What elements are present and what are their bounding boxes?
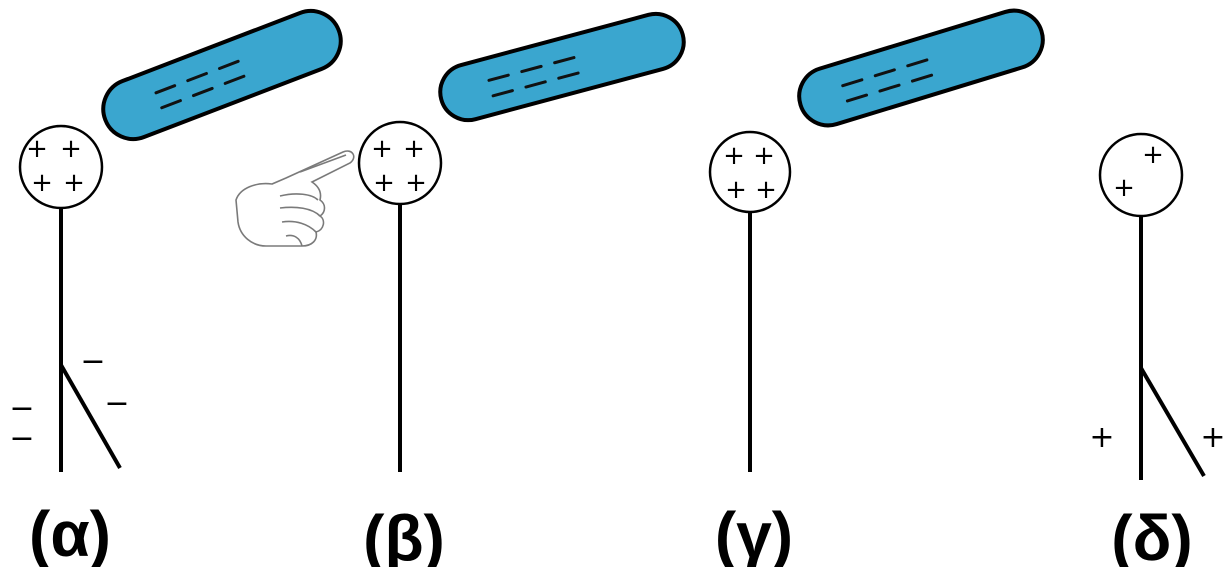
panel-beta: + + + + (β) — [235, 11, 686, 567]
plus-sign: + — [753, 141, 775, 171]
charged-rod-gamma — [797, 8, 1045, 128]
panel-label-beta: (β) — [363, 502, 445, 567]
plus-sign: + — [755, 175, 777, 205]
charged-rod-alpha — [101, 8, 343, 142]
panel-label-gamma: (γ) — [715, 499, 793, 567]
plus-sign: + — [26, 134, 48, 164]
minus-sign: − — [9, 391, 34, 426]
panel-alpha: + + + + − − − − (α) — [9, 8, 343, 567]
plus-sign: + — [725, 175, 747, 205]
plus-sign: + — [31, 168, 53, 198]
electroscope-leaf-delta — [1139, 366, 1206, 478]
plus-sign: + — [1113, 173, 1135, 203]
electroscope-sphere-beta — [357, 120, 443, 206]
minus-sign: − — [9, 421, 34, 456]
electroscope-sphere-gamma — [708, 130, 792, 214]
plus-sign: + — [373, 168, 395, 198]
plus-sign: + — [405, 168, 427, 198]
electroscope-sphere-delta — [1098, 132, 1184, 218]
electroscope-sphere-alpha — [18, 124, 104, 210]
plus-sign: + — [1089, 420, 1114, 455]
pointing-hand-icon — [235, 150, 355, 247]
minus-sign: − — [104, 386, 129, 421]
plus-sign: + — [723, 141, 745, 171]
plus-sign: + — [371, 134, 393, 164]
minus-sign: − — [80, 344, 105, 379]
plus-sign: + — [1142, 140, 1164, 170]
electroscope-leaf-alpha — [59, 364, 122, 469]
plus-sign: + — [403, 134, 425, 164]
charged-rod-beta — [438, 11, 686, 123]
panel-label-delta: (δ) — [1111, 502, 1192, 567]
plus-sign: + — [1200, 420, 1225, 455]
panel-label-alpha: (α) — [29, 498, 111, 567]
panel-delta: + + + + (δ) — [1089, 132, 1226, 567]
panel-gamma: + + + + (γ) — [708, 8, 1045, 567]
plus-sign: + — [60, 134, 82, 164]
plus-sign: + — [63, 168, 85, 198]
